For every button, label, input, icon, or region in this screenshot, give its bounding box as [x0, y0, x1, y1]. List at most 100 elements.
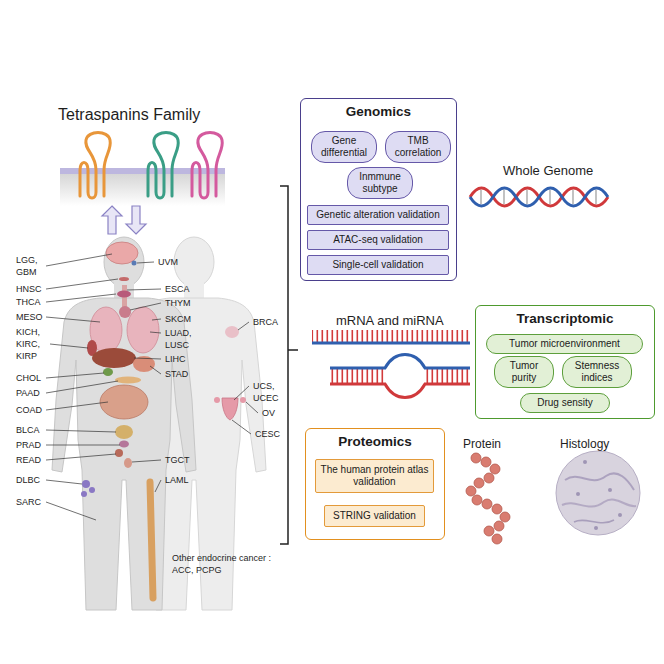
head — [104, 237, 144, 287]
cancer-label: THCA — [16, 296, 41, 308]
cancer-label: OV — [262, 407, 275, 419]
bead — [500, 512, 510, 522]
bead — [466, 486, 476, 496]
mrna-strand — [312, 342, 470, 345]
panel-label: Whole Genome — [503, 162, 593, 179]
rna-bases — [312, 330, 470, 342]
eye — [132, 261, 137, 266]
cancer-label: LAML — [165, 474, 189, 486]
validation-box: Single-cell validation — [307, 255, 449, 275]
dna-helix — [470, 188, 608, 206]
method-pill: TMB correlation — [385, 131, 451, 163]
rung — [549, 190, 550, 204]
cancer-label: CESC — [255, 428, 280, 440]
liver — [92, 348, 136, 368]
bead — [471, 453, 481, 463]
rna-bases — [425, 368, 470, 384]
validation-box: The human protein atlas validation — [315, 459, 434, 493]
tissue-texture — [565, 473, 634, 490]
leader-line — [155, 480, 161, 492]
cancer-label: SKCM — [165, 313, 191, 325]
cancer-label: PRAD — [16, 439, 41, 451]
cell — [608, 488, 612, 492]
method-pill: Drug sensity — [520, 393, 610, 413]
gallbladder — [103, 368, 113, 376]
cancer-label: LIHC — [165, 353, 186, 365]
bead — [482, 499, 492, 509]
cancer-label: LUAD, LUSC — [165, 327, 195, 351]
cell — [583, 460, 587, 464]
method-pill: Inmmune subtype — [347, 167, 413, 199]
cancer-label: PAAD — [16, 387, 40, 399]
method-label: Genetic alteration validation — [316, 209, 439, 221]
down-arrow — [126, 206, 146, 234]
ovary — [214, 397, 220, 403]
cancer-label: TGCT — [165, 454, 190, 466]
method-pill: Stemness indices — [562, 356, 632, 388]
mirna-strand — [330, 355, 470, 369]
method-label: Tumor purity — [499, 360, 549, 384]
rna-bases — [330, 368, 385, 384]
leader-line — [46, 381, 118, 393]
lung — [127, 307, 159, 353]
histology-image — [556, 451, 640, 535]
cancer-label: BRCA — [253, 316, 278, 328]
leader-line — [46, 445, 120, 446]
tetraspanin-protein — [80, 133, 110, 199]
cancer-label: UCS, UCEC — [253, 380, 283, 404]
neck — [114, 282, 134, 300]
method-label: STRING validation — [333, 510, 416, 522]
leader-line — [234, 386, 249, 400]
tissue-texture — [574, 520, 614, 523]
rna-strands — [312, 330, 470, 398]
leader-line — [127, 289, 161, 290]
bead — [481, 457, 491, 467]
method-pill: Tumor microenvironment — [486, 334, 643, 354]
rung — [503, 190, 504, 204]
method-label: The human protein atlas validation — [320, 464, 429, 488]
section-box: TranscriptomicTumor microenvironmentTumo… — [475, 305, 655, 419]
method-label: Tumor microenvironment — [509, 338, 620, 350]
method-pill: Tumor purity — [494, 356, 554, 388]
leader-line — [152, 319, 161, 320]
tetraspanin-protein — [192, 133, 222, 199]
section-box: GenomicsGene differential TMB correlation… — [300, 98, 457, 281]
thymus — [119, 306, 131, 318]
cancer-label: LGG, GBM — [16, 254, 46, 278]
cell — [594, 526, 598, 530]
leader-line — [130, 303, 161, 310]
rung — [480, 190, 481, 204]
rung — [572, 190, 573, 204]
pancreas — [115, 377, 141, 384]
cancer-label: Other endocrine cancer : ACC, PCPG — [172, 552, 282, 576]
lymph-node — [89, 487, 95, 493]
cancer-label: CHOL — [16, 372, 41, 384]
dna-strand — [470, 188, 608, 206]
lymph-node — [82, 480, 90, 488]
bead — [490, 464, 500, 474]
leader-line — [46, 402, 108, 410]
method-label: Inmmune subtype — [352, 171, 408, 195]
section-title: Genomics — [301, 104, 456, 120]
cell — [618, 513, 622, 517]
uterus — [222, 398, 238, 420]
testis — [124, 458, 132, 468]
section-title: Transcriptomic — [476, 311, 654, 327]
bead — [474, 478, 484, 488]
method-label: TMB correlation — [390, 135, 446, 159]
tissue-core — [556, 451, 640, 535]
method-label: Gene differential — [316, 135, 372, 159]
thyroid — [117, 291, 131, 298]
protein-chain — [466, 453, 510, 544]
dna-strand — [470, 188, 608, 206]
tetraspanin-protein — [148, 133, 178, 199]
leader-line — [132, 460, 161, 462]
method-label: Stemness indices — [567, 360, 627, 384]
leader-line — [238, 322, 249, 330]
leader-line — [46, 502, 96, 520]
cancer-label: THYM — [165, 297, 191, 309]
section-title: Proteomics — [306, 434, 444, 450]
leader-line — [137, 262, 154, 263]
panel-label: Histology — [560, 436, 609, 452]
